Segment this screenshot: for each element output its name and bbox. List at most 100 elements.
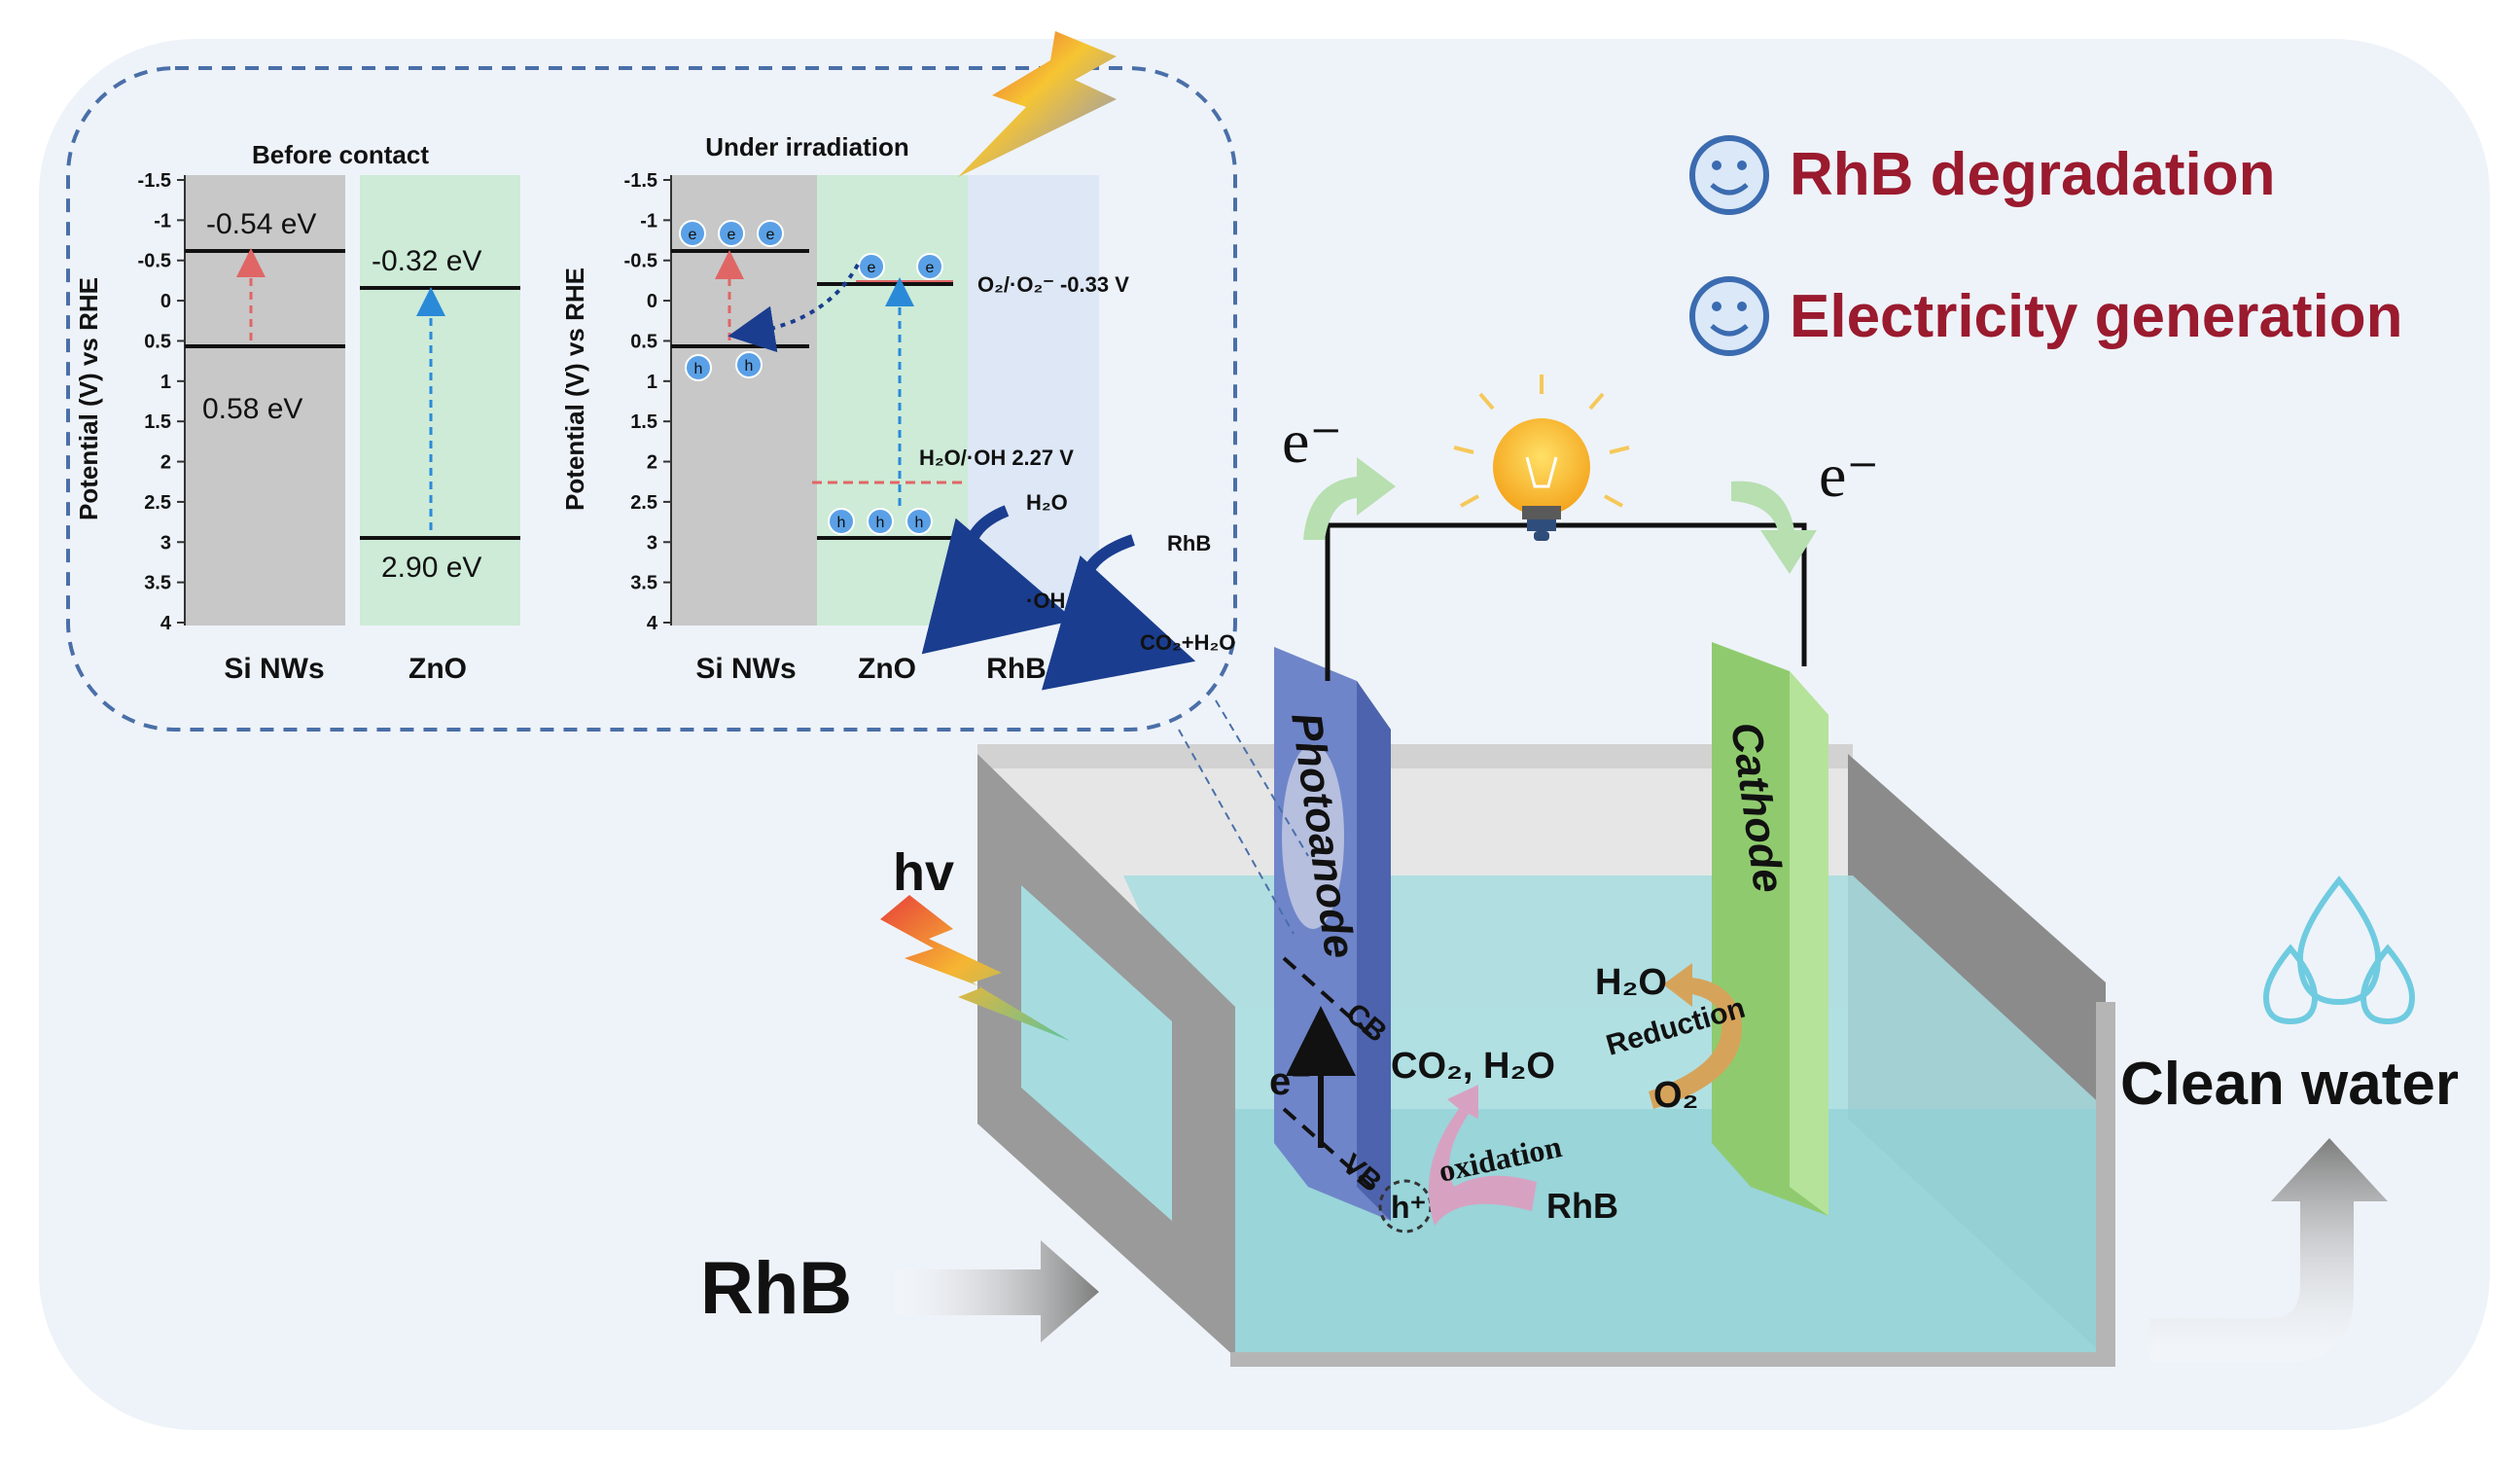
under-irradiation-title: Under irradiation — [705, 132, 908, 161]
si-electrons: e e e — [679, 220, 784, 247]
o2-redox-label: O₂/·O₂⁻ -0.33 V — [977, 272, 1129, 297]
y-tick-label: 3 — [647, 532, 657, 554]
si-cb-value: -0.54 eV — [206, 208, 316, 240]
y-tick-label: 1.5 — [144, 411, 171, 433]
si-holes: h h — [685, 351, 763, 381]
tank-bottom-edge — [1230, 1352, 2115, 1367]
photoanode-highlight — [1282, 744, 1344, 929]
legend: RhB degradation Electricity generation — [1689, 135, 2403, 356]
reduction-arrow — [1649, 963, 1742, 1109]
cathode: Cathode — [1712, 642, 1828, 1216]
light-bolt-icon — [958, 31, 1117, 177]
y-tick-label: 2 — [647, 452, 657, 474]
y-tick-label: -1.5 — [138, 170, 171, 192]
light-bulb-icon — [1453, 375, 1630, 541]
rhb-label: RhB — [1167, 531, 1211, 555]
rhb-label: RhB — [986, 653, 1047, 685]
y-axis-ticks: -1.5-1-0.500.511.522.533.54 — [138, 170, 185, 634]
y-axis-label: Potential (V) vs RHE — [74, 277, 103, 520]
products-label: CO₂+H₂O — [1140, 630, 1235, 655]
h2o-label: H₂O — [1026, 490, 1068, 515]
y-axis-ticks: -1.5-1-0.500.511.522.533.54 — [624, 170, 671, 634]
rhb-oxidation-arrow — [1041, 534, 1196, 691]
zoom-connector-top — [1215, 699, 1309, 857]
legend-item-rhb-degradation: RhB degradation — [1790, 141, 2275, 208]
y-tick-label: -1.5 — [624, 170, 657, 192]
zno-holes: h h h — [828, 508, 933, 535]
reactor-tank — [977, 744, 2115, 1367]
y-tick-label: 3.5 — [630, 573, 657, 594]
inflow-arrow — [895, 1240, 1099, 1342]
clean-water-label: Clean water — [2120, 1051, 2459, 1118]
zno-label: ZnO — [858, 653, 916, 685]
electron-label-right: e⁻ — [1819, 441, 1879, 510]
tank-top-rim — [977, 744, 1853, 768]
si-nws-label: Si NWs — [695, 653, 796, 685]
zno-label: ZnO — [408, 653, 467, 685]
y-tick-label: 2 — [160, 452, 171, 474]
y-tick-label: 0 — [647, 291, 657, 312]
electron-label-left: e⁻ — [1282, 407, 1342, 476]
smiley-icon — [1689, 276, 1769, 356]
zoom-connector-bottom — [1178, 729, 1295, 935]
svg-text:h: h — [694, 361, 703, 377]
light-bolt-icon — [880, 895, 1070, 1041]
y-tick-label: 0.5 — [630, 331, 657, 352]
circuit-wire — [1325, 522, 1807, 681]
zno-electrons: e e — [858, 253, 943, 280]
oh-redox-label: H₂O/·OH 2.27 V — [919, 446, 1074, 470]
rhb-small-label: RhB — [1546, 1186, 1618, 1226]
y-tick-label: -1 — [640, 210, 657, 232]
oxidation-arrow — [1428, 1085, 1537, 1226]
rhb-column — [968, 175, 1099, 625]
y-tick-label: 1 — [160, 372, 171, 393]
svg-text:h: h — [745, 358, 754, 375]
under-irradiation-panel: Under irradiation -1.5-1-0.500.511.522.5… — [560, 132, 1235, 691]
svg-text:h: h — [915, 515, 924, 531]
h2o-label: H₂O — [1595, 962, 1667, 1003]
y-tick-label: 0 — [160, 291, 171, 312]
y-tick-label: -1 — [154, 210, 171, 232]
vb-dashed-line — [1282, 1107, 1373, 1189]
band-hole-label: h⁺ — [1391, 1190, 1426, 1225]
svg-text:e: e — [689, 227, 697, 243]
h2o-oxidation-arrow — [921, 505, 1075, 655]
y-tick-label: 3 — [160, 532, 171, 554]
svg-text:e: e — [766, 227, 775, 243]
products-label: CO₂, H₂O — [1391, 1046, 1555, 1087]
svg-text:h: h — [876, 515, 885, 531]
rhb-input-label: RhB — [700, 1247, 852, 1330]
svg-text:h: h — [837, 515, 846, 531]
photoanode: Photoanode — [1274, 647, 1391, 1221]
svg-text:e: e — [728, 227, 736, 243]
hv-label: hv — [893, 843, 954, 902]
y-tick-label: -0.5 — [138, 251, 171, 272]
svg-text:e: e — [868, 260, 876, 276]
y-tick-label: 1.5 — [630, 411, 657, 433]
inset-box — [66, 66, 1237, 732]
oh-label: ·OH — [1026, 589, 1065, 613]
si-nws-label: Si NWs — [224, 653, 324, 685]
y-tick-label: -0.5 — [624, 251, 657, 272]
y-tick-label: 3.5 — [144, 573, 171, 594]
y-axis-label: Potential (V) vs RHE — [560, 268, 589, 511]
o2-label: O₂ — [1653, 1075, 1698, 1116]
zno-vb-value: 2.90 eV — [381, 552, 481, 584]
y-tick-label: 4 — [647, 613, 658, 634]
zno-cb-value: -0.32 eV — [372, 245, 481, 277]
before-contact-panel: Before contact -1.5-1-0.500.511.522.533.… — [74, 140, 520, 685]
outflow-arrow — [2149, 1138, 2388, 1362]
band-electron-label: e⁻ — [1269, 1060, 1311, 1103]
si-vb-value: 0.58 eV — [202, 393, 302, 425]
legend-item-electricity-generation: Electricity generation — [1790, 283, 2403, 350]
svg-text:e: e — [926, 260, 935, 276]
before-contact-title: Before contact — [252, 140, 429, 169]
electron-flow-arrow-left — [1303, 457, 1396, 540]
tank-window — [1021, 885, 1172, 1221]
cb-dashed-line — [1282, 956, 1373, 1038]
electron-transfer-arrow — [728, 264, 860, 353]
zno-column — [817, 175, 968, 625]
y-tick-label: 4 — [160, 613, 172, 634]
tank-front-right-edge — [2096, 1002, 2115, 1362]
